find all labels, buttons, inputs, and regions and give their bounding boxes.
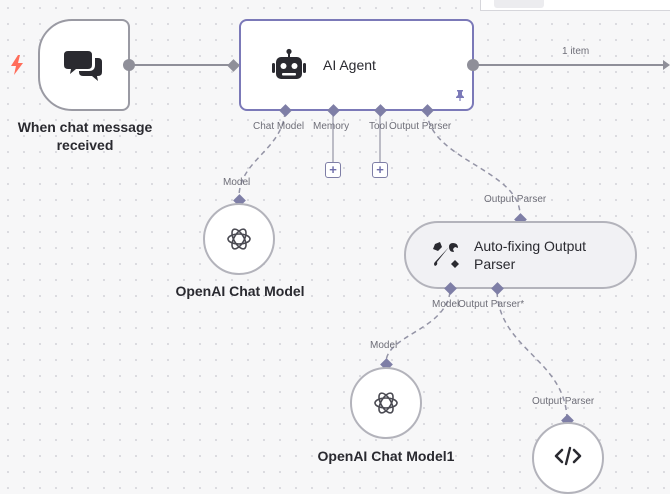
structured-output-parser-node[interactable] — [532, 422, 604, 494]
add-memory-button[interactable]: + — [325, 162, 341, 178]
ai-agent-output-handle[interactable] — [467, 59, 479, 71]
top-panel-edge — [480, 0, 670, 11]
tools-icon — [433, 242, 459, 268]
openai-chat-model1-title: OpenAI Chat Model1 — [317, 448, 455, 464]
edge-parser-output-parser[interactable] — [496, 291, 568, 421]
edge-agent-output-arrow — [663, 60, 670, 70]
auto-fixing-output-parser-node[interactable]: Auto-fixing Output Parser — [404, 221, 637, 289]
port-label-chat-model: Chat Model — [253, 121, 305, 132]
port-label-parser-model: Model — [432, 299, 460, 310]
edge-agent-chat-model[interactable] — [238, 111, 286, 197]
ai-agent-title: AI Agent — [323, 57, 376, 73]
trigger-output-handle[interactable] — [123, 59, 135, 71]
top-panel-tab — [494, 0, 544, 8]
port-label-tool: Tool — [369, 121, 388, 132]
port-label-code-parser-in: Output Parser — [532, 396, 595, 407]
lightning-bolt-icon — [11, 55, 23, 75]
connections-layer — [130, 60, 670, 421]
openai-icon — [227, 228, 251, 250]
port-label-memory: Memory — [313, 121, 350, 132]
add-tool-button[interactable]: + — [372, 162, 388, 178]
port-label-chat-model-in: Model — [223, 177, 251, 188]
edge-item-count: 1 item — [562, 46, 590, 57]
robot-icon — [272, 48, 306, 79]
pin-icon[interactable] — [454, 89, 466, 101]
port-label-output-parser: Output Parser — [389, 121, 452, 132]
trigger-node[interactable] — [38, 19, 130, 111]
chat-bubbles-icon — [64, 51, 102, 81]
edge-parser-model[interactable] — [385, 291, 451, 363]
port-label-parser-output-parser: Output Parser* — [458, 299, 525, 310]
ai-agent-node[interactable]: AI Agent — [239, 19, 474, 111]
code-brackets-icon — [554, 446, 582, 466]
port-label-parser-in: Output Parser — [484, 194, 547, 205]
edge-agent-output-parser[interactable] — [426, 111, 521, 216]
openai-icon — [374, 392, 398, 414]
openai-chat-model1-node[interactable] — [350, 367, 422, 439]
openai-chat-model-node[interactable] — [203, 203, 275, 275]
openai-chat-model-title: OpenAI Chat Model — [175, 283, 305, 299]
parser-title: Auto-fixing Output Parser — [474, 238, 587, 272]
trigger-node-title: When chat message received — [17, 119, 153, 153]
port-label-chat-model1-in: Model — [370, 340, 398, 351]
